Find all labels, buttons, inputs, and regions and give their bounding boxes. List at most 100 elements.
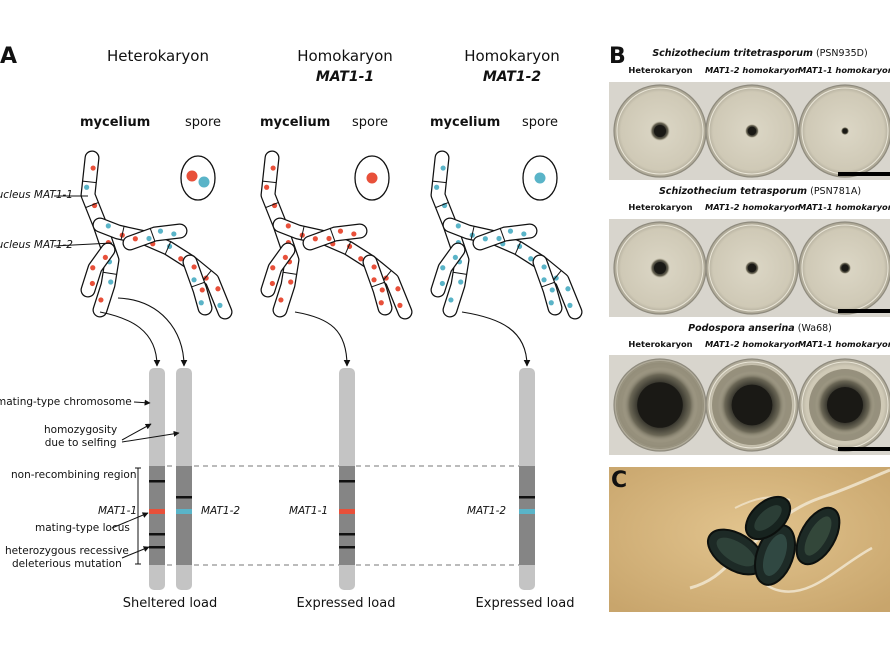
ascospore-inner [716, 537, 756, 567]
septum [514, 241, 522, 255]
species-name: Schizothecium tetrasporum [658, 186, 808, 197]
region-guides [158, 465, 530, 566]
nucleus-mat1-2 [440, 265, 446, 271]
nucleus-mat1-2 [534, 172, 546, 184]
nucleus-mat1-2 [146, 235, 152, 242]
mating-type-chromosome-label: mating-type chromosome [0, 396, 132, 408]
nucleus-mat1-2 [528, 256, 534, 262]
locus-label-het-mat1-2: MAT1-2 [201, 505, 241, 517]
nucleus-mat1-1 [285, 223, 291, 229]
petri-dish-rim [616, 224, 704, 312]
septum [149, 228, 156, 242]
arrow-homo-mat1-2 [461, 311, 531, 367]
plate-caption: MAT1-1 homokaryon [798, 202, 890, 212]
non-recombining-region [149, 466, 165, 565]
nucleus-mat1-1-label: nucleus MAT1-1 [0, 189, 73, 201]
column-subtitle-homokaryon-1: MAT1-1 [315, 69, 375, 85]
non-recombining-label: non-recombining region [11, 469, 137, 481]
nucleus-mat1-1 [326, 235, 332, 242]
septum [470, 226, 475, 240]
septum [371, 281, 385, 288]
nucleus-mat1-1 [383, 275, 389, 281]
septum [329, 228, 336, 242]
load-label-heterokaryon: Sheltered load [122, 596, 218, 611]
plate-caption-text: MAT1-1 homokaryon [798, 339, 890, 349]
species-name: Podospora anserina [688, 323, 795, 334]
mycelia [80, 150, 583, 320]
fungal-colony-center [747, 263, 757, 273]
septum [262, 180, 277, 184]
plate-caption-text: MAT1-2 homokaryon [705, 339, 801, 349]
nucleus-mat1-2 [482, 236, 488, 242]
non-recombining-region [339, 466, 355, 565]
nucleus-mat1-1 [102, 254, 108, 261]
plate-caption: Heterokaryon [628, 65, 693, 75]
fungal-colony-center [654, 125, 666, 137]
column-title-homokaryon-1: Homokaryon [297, 47, 393, 65]
nucleus-mat1-2 [171, 231, 177, 237]
spore-outline [180, 155, 216, 201]
panel-c-label: C [611, 468, 628, 493]
nucleus-mat1-1 [270, 165, 276, 171]
arrow-het-mat1-1 [99, 311, 161, 367]
arrow-homo-mat1-1 [294, 311, 351, 367]
fungal-colony-center [841, 264, 849, 272]
locus-label-homo-mat1-1: MAT1-1 [289, 505, 329, 517]
strain-id: (Wa68) [797, 323, 832, 334]
plate-caption: MAT1-2 homokaryon [705, 202, 801, 212]
nucleus-mat1-2-label: nucleus MAT1-2 [0, 239, 73, 251]
mycelium-label: mycelium [80, 115, 151, 130]
nucleus-mat1-2 [452, 254, 458, 261]
mycelium-drawing [80, 150, 233, 320]
panel-c-micrograph [609, 467, 890, 612]
nucleus-mat1-2 [108, 279, 114, 285]
spores [180, 155, 558, 201]
mycelium-drawing [430, 150, 583, 320]
nucleus-mat1-2 [548, 300, 554, 306]
spore-label: spore [352, 115, 389, 130]
petri-dish-rim [708, 224, 796, 312]
species-title: Podospora anserina (Wa68) [615, 323, 890, 334]
nucleus-mat1-1 [89, 280, 95, 287]
ascospore-inner [804, 516, 832, 556]
scale-bar [838, 172, 890, 176]
nucleus-mat1-1 [366, 172, 378, 184]
deleterious-label: heterozygous recessive deleterious mutat… [5, 545, 129, 570]
nucleus-mat1-2 [549, 287, 555, 293]
nucleus-mat1-1 [379, 287, 385, 293]
plate-caption: MAT1-2 homokaryon [705, 65, 801, 75]
nucleus-mat1-1 [186, 170, 198, 182]
nucleus-mat1-2 [567, 302, 573, 308]
nucleus-mat1-2 [191, 277, 197, 283]
nucleus-mat1-2 [84, 184, 90, 190]
chromosomes [149, 368, 535, 590]
plate-caption-text: MAT1-2 homokaryon [705, 65, 801, 75]
nucleus-mat1-2 [541, 264, 547, 270]
scale-bar [838, 447, 890, 451]
septum [452, 271, 467, 275]
nucleus-mat1-2 [198, 176, 210, 188]
panel-a-label: A [0, 44, 18, 69]
nucleus-mat1-1 [371, 277, 377, 283]
septum [191, 281, 205, 288]
column-title-heterokaryon: Heterokaryon [107, 47, 209, 65]
connector-arrows [99, 297, 531, 367]
petri-dish-rim [708, 361, 796, 449]
nucleus-mat1-1 [288, 279, 294, 285]
nucleus-mat1-2 [217, 302, 223, 308]
nucleus-mat1-1 [98, 297, 104, 303]
plate-caption: MAT1-1 homokaryon [798, 65, 890, 75]
nucleus-mat1-2 [448, 297, 454, 303]
nucleus-mat1-2 [496, 235, 502, 242]
plate-caption: MAT1-1 homokaryon [798, 339, 890, 349]
nucleus-mat1-2 [455, 223, 461, 229]
septum [265, 201, 279, 209]
non-recombining-region [176, 466, 192, 565]
septum [432, 180, 447, 184]
plate-caption-text: MAT1-1 homokaryon [798, 65, 890, 75]
nucleus-mat1-2 [157, 228, 164, 234]
nucleus-mat1-2 [434, 184, 440, 190]
nucleus-mat1-1 [215, 286, 221, 292]
fungal-colony-center [842, 128, 848, 134]
nucleus-mat1-2-pointer [53, 242, 113, 247]
